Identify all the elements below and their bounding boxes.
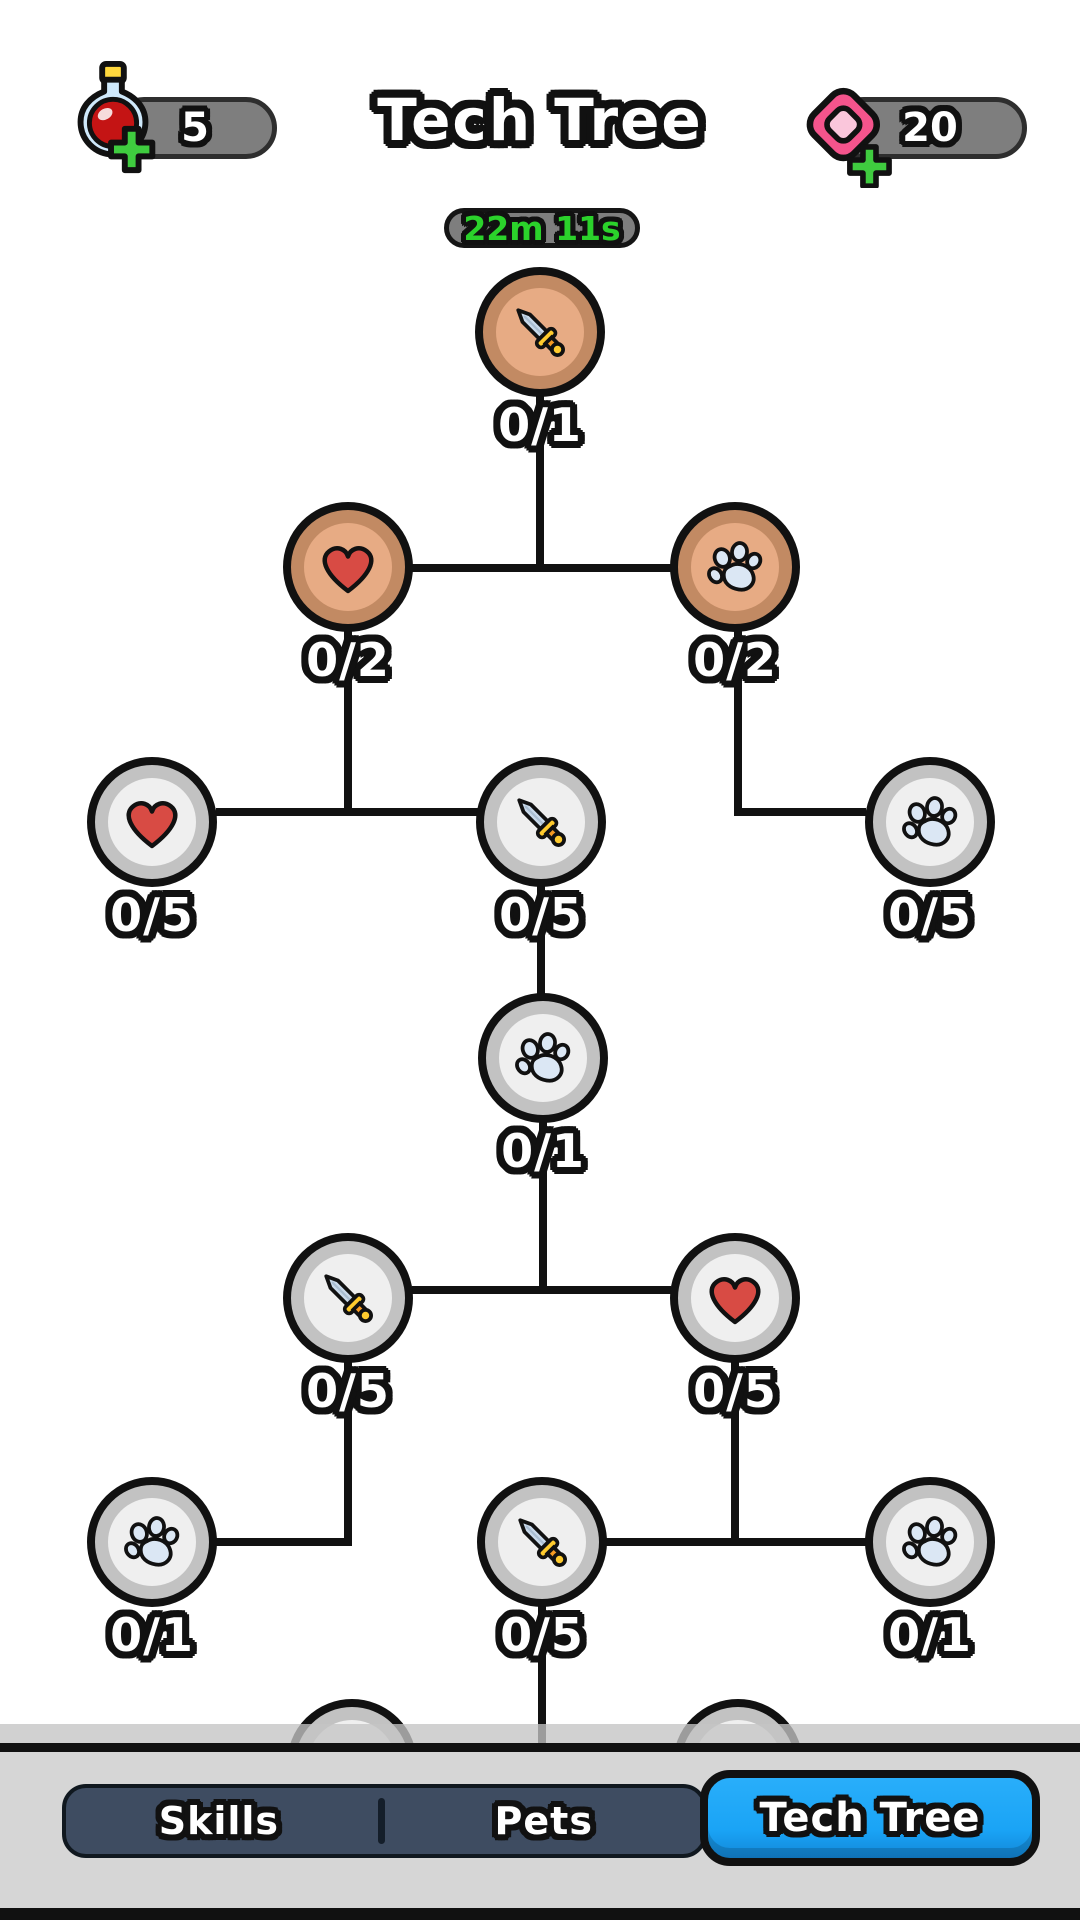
tab-skills[interactable]: Skills — [158, 1799, 280, 1843]
tree-connector — [734, 628, 742, 816]
tree-connector — [539, 1120, 547, 1294]
node-progress-label: 0/5 — [110, 888, 194, 942]
panel-divider-line — [0, 1743, 1080, 1752]
tab-divider — [378, 1798, 386, 1844]
tree-connector — [536, 396, 544, 572]
tech-node-paw[interactable] — [670, 502, 800, 632]
tree-connector — [344, 628, 352, 816]
panel-top-strip — [0, 1724, 1080, 1743]
tab-tech-tree-label: Tech Tree — [759, 1795, 981, 1841]
tech-node-sword[interactable] — [477, 1477, 607, 1607]
tech-node-paw[interactable] — [478, 993, 608, 1123]
paw-icon — [507, 1022, 579, 1094]
tech-node-heart[interactable] — [87, 757, 217, 887]
node-progress-label: 0/5 — [693, 1364, 777, 1418]
tech-node-sword[interactable] — [475, 267, 605, 397]
screen-bottom-bar — [0, 1908, 1080, 1920]
node-progress-label: 0/5 — [888, 888, 972, 942]
tab-tech-tree[interactable]: Tech Tree — [700, 1770, 1040, 1866]
sword-icon — [505, 786, 577, 858]
tree-connector — [735, 808, 866, 816]
node-progress-label: 0/2 — [693, 633, 777, 687]
tab-bar: Skills Pets — [62, 1784, 707, 1858]
tree-connector — [606, 1538, 866, 1546]
tech-node-sword[interactable] — [283, 1233, 413, 1363]
node-progress-label: 0/5 — [499, 888, 583, 942]
research-timer: 22m 11s — [444, 208, 640, 248]
paw-icon — [894, 1506, 966, 1578]
heart-icon — [699, 1262, 771, 1334]
node-progress-label: 0/5 — [306, 1364, 390, 1418]
tech-node-sword[interactable] — [476, 757, 606, 887]
heart-icon — [312, 531, 384, 603]
gem-count-value: 20 — [902, 105, 958, 151]
node-progress-label: 0/5 — [500, 1608, 584, 1662]
tech-node-paw[interactable] — [865, 1477, 995, 1607]
node-progress-label: 0/1 — [110, 1608, 194, 1662]
sword-icon — [506, 1506, 578, 1578]
page-title: Tech Tree — [377, 86, 703, 154]
potion-plus-icon[interactable] — [58, 60, 168, 178]
timer-value: 22m 11s — [463, 208, 621, 248]
paw-icon — [116, 1506, 188, 1578]
potion-count-value: 5 — [181, 105, 209, 151]
node-progress-label: 0/1 — [501, 1124, 585, 1178]
tech-node-paw[interactable] — [87, 1477, 217, 1607]
sword-icon — [504, 296, 576, 368]
node-progress-label: 0/2 — [306, 633, 390, 687]
tree-connector — [731, 1360, 739, 1546]
heart-icon — [116, 786, 188, 858]
paw-icon — [894, 786, 966, 858]
tree-connector — [344, 1360, 352, 1546]
tech-node-heart[interactable] — [670, 1233, 800, 1363]
tree-connector — [412, 1286, 671, 1294]
tab-pets[interactable]: Pets — [494, 1799, 593, 1843]
sword-icon — [312, 1262, 384, 1334]
tree-connector — [538, 1604, 546, 1748]
tree-connector — [216, 1538, 352, 1546]
node-progress-label: 0/1 — [888, 1608, 972, 1662]
tree-connector — [537, 884, 545, 998]
gem-plus-icon[interactable] — [792, 76, 904, 188]
tech-node-paw[interactable] — [865, 757, 995, 887]
tree-connector — [216, 808, 481, 816]
tech-node-heart[interactable] — [283, 502, 413, 632]
paw-icon — [699, 531, 771, 603]
node-progress-label: 0/1 — [498, 398, 582, 452]
tree-connector — [412, 564, 671, 572]
